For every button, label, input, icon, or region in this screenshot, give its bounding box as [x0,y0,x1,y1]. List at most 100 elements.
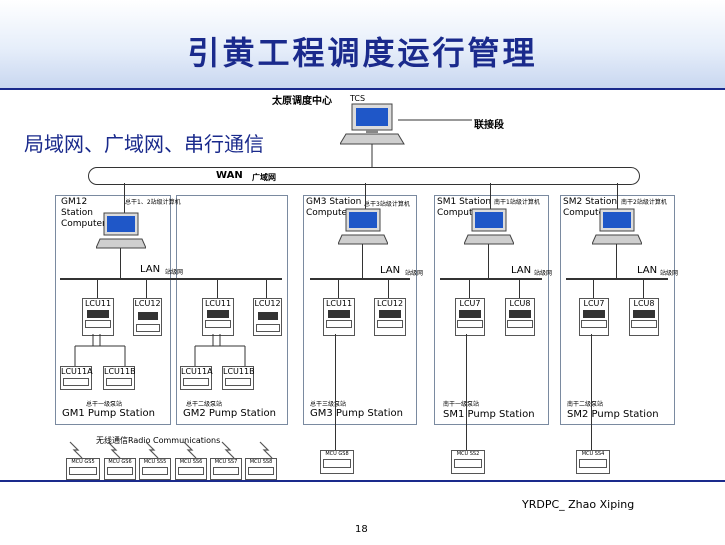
lcu-panel [581,320,607,328]
lcu-screen [379,310,401,318]
lcu-panel [457,320,483,328]
gm12-note: 总干1、2站级计算机 [125,199,181,206]
gm3-lan-label: LAN [380,265,401,276]
sm1-lan-bus [440,278,542,280]
sm1-lan-label: LAN [511,265,532,276]
page-number: 18 [355,524,368,535]
lan-drop [519,278,520,298]
lcu-gm1-b: LCU12 [133,298,162,336]
sub-lcu-connectors [74,334,246,366]
mcu-panel [454,459,482,468]
sm2-computer-lan-link [616,244,617,278]
mcu-panel [69,467,97,475]
gm3-computer-label: GM3 Station Computer [306,197,362,218]
lan-drop [217,278,218,298]
mcu-sm1: MCU SS2 [451,450,485,474]
link-label: 联接段 [474,120,504,131]
lcu-label: LCU8 [633,299,655,308]
lan-drop [388,278,389,298]
lcu-screen [257,312,278,320]
mcu-label: MCU SS6 [179,459,203,465]
lan-drop [593,278,594,298]
lcu-sm1-a: LCU7 [455,298,485,336]
gm3-computer-lan-link [362,244,363,278]
wan-drop-sm1 [490,183,491,213]
lcu-gm1-c: LCU11A [60,366,93,390]
lcu-panel [106,378,132,386]
gm12-lan-label-cn: 站级网 [165,269,184,276]
lcu-label: LCU11B [104,367,136,376]
lcu-sm2-a: LCU7 [579,298,609,336]
title-band [0,0,725,90]
gm1-pump-en: GM1 Pump Station [62,408,155,419]
lcu-label: LCU11A [61,367,93,376]
lcu-label: LCU11B [223,367,255,376]
gm1-pump-cn: 总干一级泵站 [86,401,123,408]
mcu-label: MCU SS2 [456,451,480,457]
lcu-panel [631,320,657,328]
sm2-lan-label: LAN [637,265,658,276]
gm3-mcu-link [335,334,336,450]
gm3-pump-en: GM3 Pump Station [310,408,403,419]
gm12-computer-label: GM12 Station Computer [61,197,106,229]
mcu-panel [178,467,204,475]
lan-drop [643,278,644,298]
sm2-pump-cn: 南干二级泵站 [567,401,604,408]
sm1-computer-lan-link [488,244,489,278]
sm2-pump-en: SM2 Pump Station [567,409,659,420]
sm2-mcu-link [591,334,592,450]
lcu-gm2-c: LCU11A [180,366,213,390]
radio-label: 无线通信Radio Communications [96,436,221,445]
mcu-gs6: MCU GS6 [104,458,136,480]
lan-drop [266,278,267,298]
wan-label: WAN [216,170,243,181]
sm2-note: 南干2站级计算机 [621,199,667,206]
lcu-gm3-b: LCU12 [374,298,406,336]
gm12-lan-label: LAN [140,264,161,275]
mcu-label: MCU GS8 [325,451,349,457]
lan-drop [469,278,470,298]
mcu-ss8: MCU SS8 [245,458,277,480]
lcu-screen [87,310,109,318]
gm12-lan-bus [60,278,282,280]
lcu-screen [207,310,229,318]
mcu-ss6: MCU SS6 [175,458,207,480]
sm1-station-box [434,195,549,425]
lcu-gm2-a: LCU11 [202,298,234,336]
wan-drop-gm3 [365,183,366,213]
sm1-computer-label: SM1 Station Computer [437,197,492,218]
lcu-panel [326,320,352,328]
lcu-label: LCU11 [84,299,112,308]
sm1-mcu-link [466,334,467,450]
lcu-panel [63,378,89,386]
mcu-gm3: MCU GS8 [320,450,354,474]
sm1-pump-cn: 南干一级泵站 [443,401,480,408]
lcu-label: LCU7 [459,299,481,308]
mcu-sm2: MCU SS4 [576,450,610,474]
lcu-panel [507,320,533,328]
mcu-ss7: MCU SS7 [210,458,242,480]
lcu-gm3-a: LCU11 [323,298,355,336]
lcu-label: LCU12 [134,299,161,308]
lcu-screen [137,312,158,320]
mcu-label: MCU SS7 [214,459,238,465]
lcu-screen [328,310,350,318]
gm3-note: 总干3站级计算机 [364,201,410,208]
gm2-pump-en: GM2 Pump Station [183,408,276,419]
gm12-computer-lan-link [120,248,121,278]
sm1-note: 南干1站级计算机 [494,199,540,206]
lcu-panel [377,320,403,328]
dispatch-computer-icon [340,103,472,168]
lcu-sm1-b: LCU8 [505,298,535,336]
lcu-sm2-b: LCU8 [629,298,659,336]
lcu-label: LCU8 [509,299,531,308]
lan-drop [338,278,339,298]
lcu-label: LCU12 [254,299,281,308]
lcu-screen [509,310,531,318]
sm2-lan-label-cn: 站级网 [660,270,679,277]
sm1-pump-en: SM1 Pump Station [443,409,535,420]
page-title: 引黄工程调度运行管理 [187,34,538,72]
gm2-station-box [176,195,288,425]
sm1-lan-label-cn: 站级网 [534,270,553,277]
gm3-station-box [303,195,417,425]
